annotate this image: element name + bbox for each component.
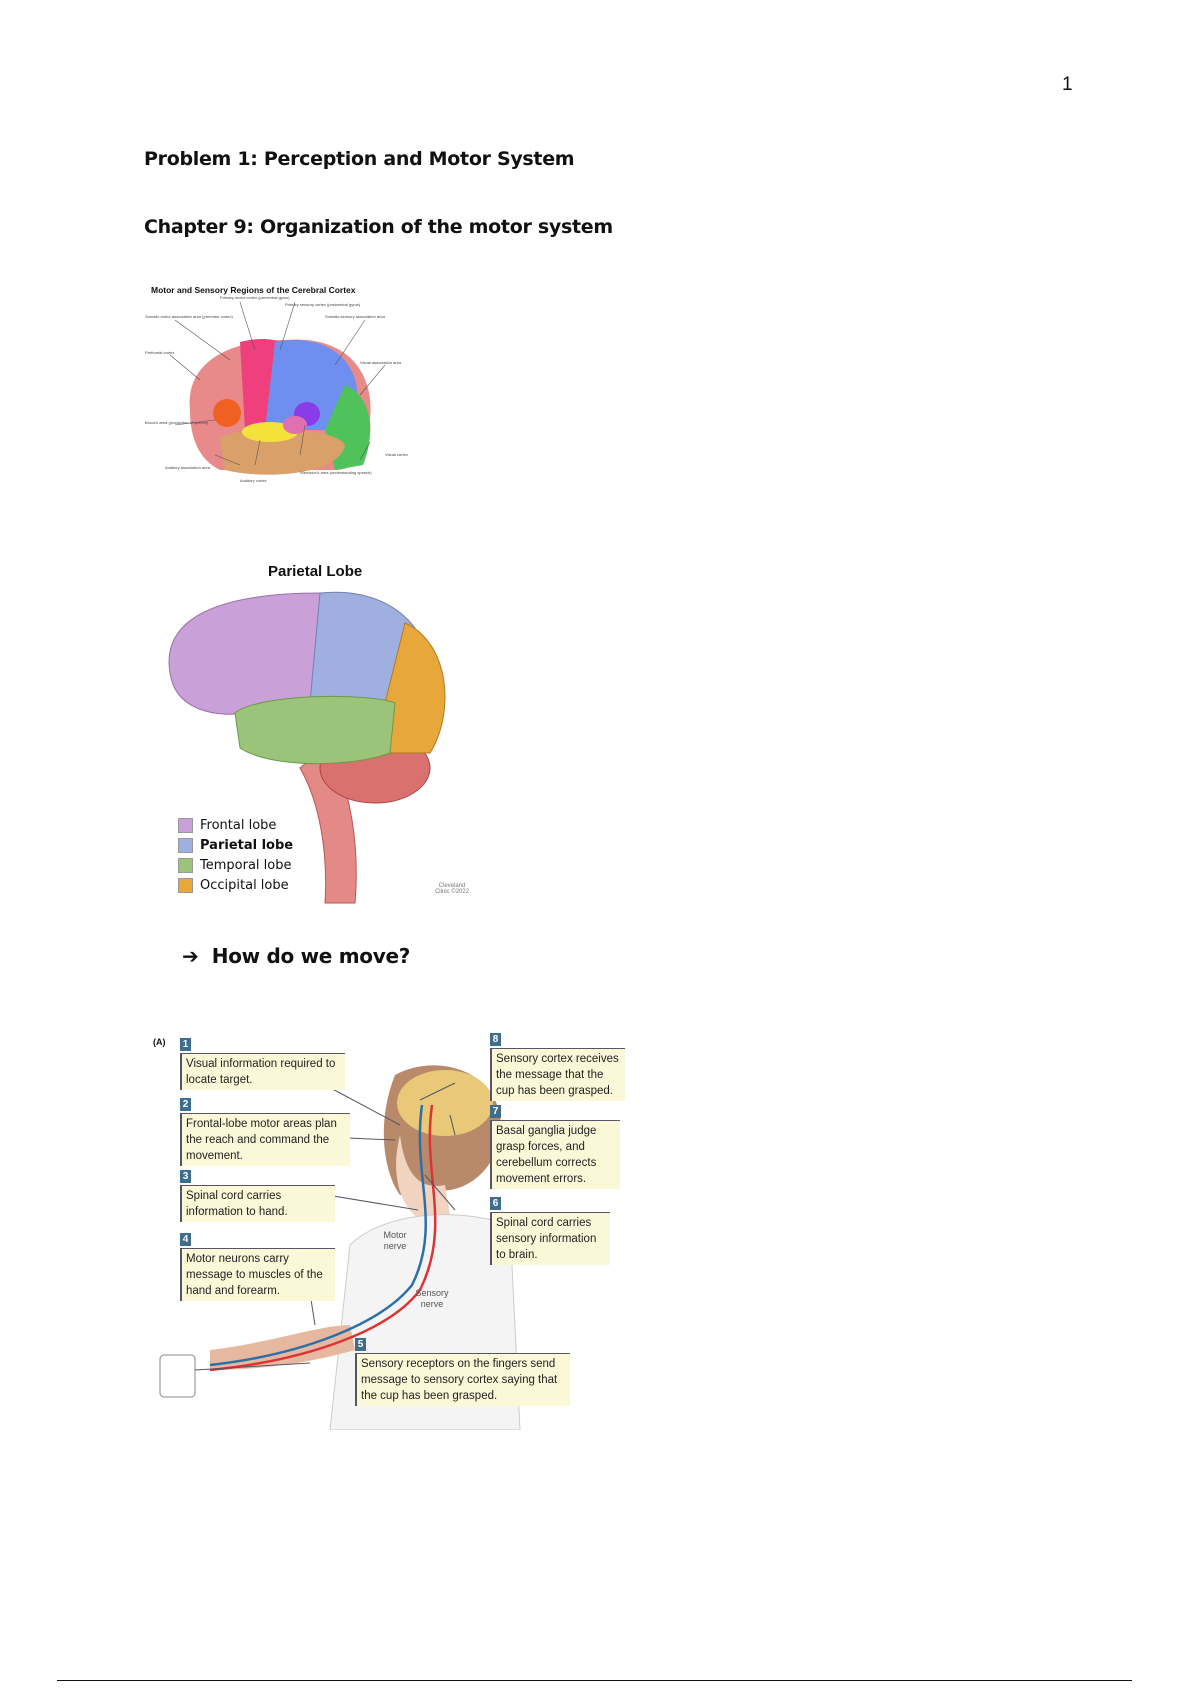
label-broca: Broca's area (production of speech) <box>145 420 209 425</box>
cortex-regions-figure: Motor and Sensory Regions of the Cerebra… <box>145 280 425 525</box>
label-visual-association: Visual association area <box>360 360 402 365</box>
figure-title: Parietal Lobe <box>268 563 363 580</box>
legend-item-frontal: Frontal lobe <box>178 815 293 835</box>
brain-regions-illustration <box>169 301 386 475</box>
label-visual: Visual cortex <box>385 452 408 457</box>
problem-title: Problem 1: Perception and Motor System <box>144 148 575 170</box>
page-number: 1 <box>1062 74 1073 95</box>
label-somatic-sensory: Somatic sensory association area <box>325 314 385 319</box>
label-wernicke: Wernicke's area (understanding speech) <box>300 470 372 475</box>
chapter-title: Chapter 9: Organization of the motor sys… <box>144 216 613 238</box>
label-primary-motor: Primary motor cortex (precentral gyrus) <box>220 295 290 300</box>
lobe-legend: Frontal lobe Parietal lobe Temporal lobe… <box>178 815 293 895</box>
brain-lobes-illustration <box>168 591 446 904</box>
label-auditory-association: Auditory association area <box>165 465 210 470</box>
sensory-nerve-label: Sensory nerve <box>415 1288 449 1309</box>
label-primary-sensory: Primary sensory cortex (postcentral gyru… <box>285 302 361 307</box>
label-prefrontal: Prefrontal cortex <box>145 350 175 355</box>
parietal-lobe-figure: Parietal Lobe Frontal lobe Parietal lobe… <box>150 553 485 933</box>
footer-divider <box>57 1680 1132 1681</box>
label-somatic-motor: Somatic motor association area (premotor… <box>145 314 233 319</box>
legend-item-occipital: Occipital lobe <box>178 875 293 895</box>
arrow-right-icon: ➔ <box>182 944 199 968</box>
legend-item-temporal: Temporal lobe <box>178 855 293 875</box>
move-heading: ➔ How do we move? <box>182 944 411 968</box>
figure-title: Motor and Sensory Regions of the Cerebra… <box>151 285 356 295</box>
credit-logo: Cleveland Clinic ©2022 <box>434 883 470 895</box>
motor-nerve-label: Motor nerve <box>383 1230 407 1251</box>
label-auditory: Auditory cortex <box>240 478 267 483</box>
legend-item-parietal: Parietal lobe <box>178 835 293 855</box>
panel-label: (A) <box>153 1037 166 1047</box>
